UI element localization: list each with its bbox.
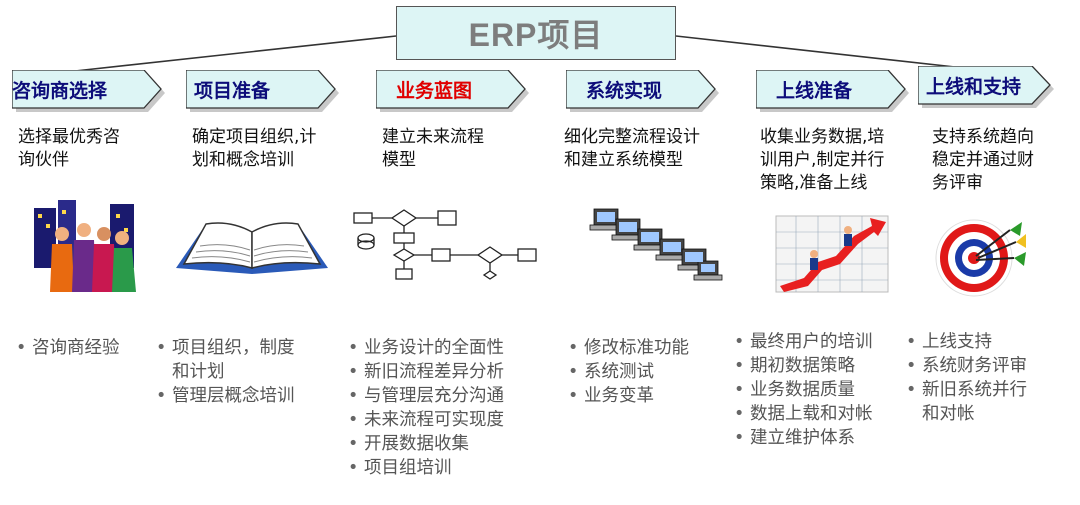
phase-description: 建立未来流程模型: [382, 127, 484, 170]
target-darts-icon: [932, 212, 1028, 304]
phase-arrow-golive-support: 上线和支持: [918, 66, 1058, 112]
phase-arrow-blueprint: 业务蓝图: [376, 70, 531, 116]
business-people-icon: [32, 200, 142, 299]
flowchart-icon: [352, 205, 542, 289]
list-item: 业务设计的全面性: [348, 336, 504, 360]
phase-bullet-list: 最终用户的培训 期初数据策略 业务数据质量 数据上载和对帐 建立维护体系: [734, 330, 873, 450]
phase-arrow-realization: 系统实现: [566, 70, 721, 116]
computer-network-icon: [588, 205, 728, 289]
list-item: 项目组培训: [348, 456, 504, 480]
phase-description: 细化完整流程设计和建立系统模型: [564, 127, 700, 170]
phase-description: 支持系统趋向稳定并通过财务评审: [932, 127, 1034, 193]
list-item: 系统财务评审: [906, 354, 1027, 378]
list-item: 最终用户的培训: [734, 330, 873, 354]
list-item: 未来流程可实现度: [348, 408, 504, 432]
phase-label: 系统实现: [586, 80, 663, 102]
phase-description: 选择最优秀咨询伙伴: [18, 127, 120, 170]
phase-label: 上线准备: [776, 80, 853, 102]
phase-description: 确定项目组织,计划和概念培训: [192, 127, 317, 170]
phase-label: 上线和支持: [926, 76, 1022, 98]
phase-label: 业务蓝图: [396, 80, 473, 102]
list-item: 期初数据策略: [734, 354, 873, 378]
phase-arrow-preparation: 项目准备: [186, 70, 341, 116]
list-item: 修改标准功能: [568, 336, 689, 360]
phase-description: 收集业务数据,培训用户,制定并行策略,准备上线: [760, 127, 885, 193]
list-item: 与管理层充分沟通: [348, 384, 504, 408]
phase-bullet-list: 咨询商经验: [16, 336, 120, 360]
phase-bullet-list: 修改标准功能 系统测试 业务变革: [568, 336, 689, 408]
phase-bullet-list: 业务设计的全面性 新旧流程差异分析 与管理层充分沟通 未来流程可实现度 开展数据…: [348, 336, 504, 480]
list-item: 咨询商经验: [16, 336, 120, 360]
phase-label: 项目准备: [194, 80, 271, 102]
title-box: ERP项目: [396, 6, 676, 60]
list-item: 数据上载和对帐: [734, 402, 873, 426]
phase-arrow-consultant: 咨询商选择: [12, 70, 167, 116]
list-item: 上线支持: [906, 330, 1027, 354]
list-item: 业务变革: [568, 384, 689, 408]
list-item: 新旧流程差异分析: [348, 360, 504, 384]
phase-label: 咨询商选择: [12, 80, 108, 102]
open-book-icon: [172, 210, 332, 284]
list-item: 系统测试: [568, 360, 689, 384]
phase-arrow-golive-prep: 上线准备: [756, 70, 911, 116]
growth-chart-icon: [774, 206, 892, 298]
diagram-title: ERP项目: [468, 17, 604, 53]
list-item: 开展数据收集: [348, 432, 504, 456]
list-item: 建立维护体系: [734, 426, 873, 450]
list-item: 管理层概念培训: [156, 384, 295, 408]
list-item: 业务数据质量: [734, 378, 873, 402]
